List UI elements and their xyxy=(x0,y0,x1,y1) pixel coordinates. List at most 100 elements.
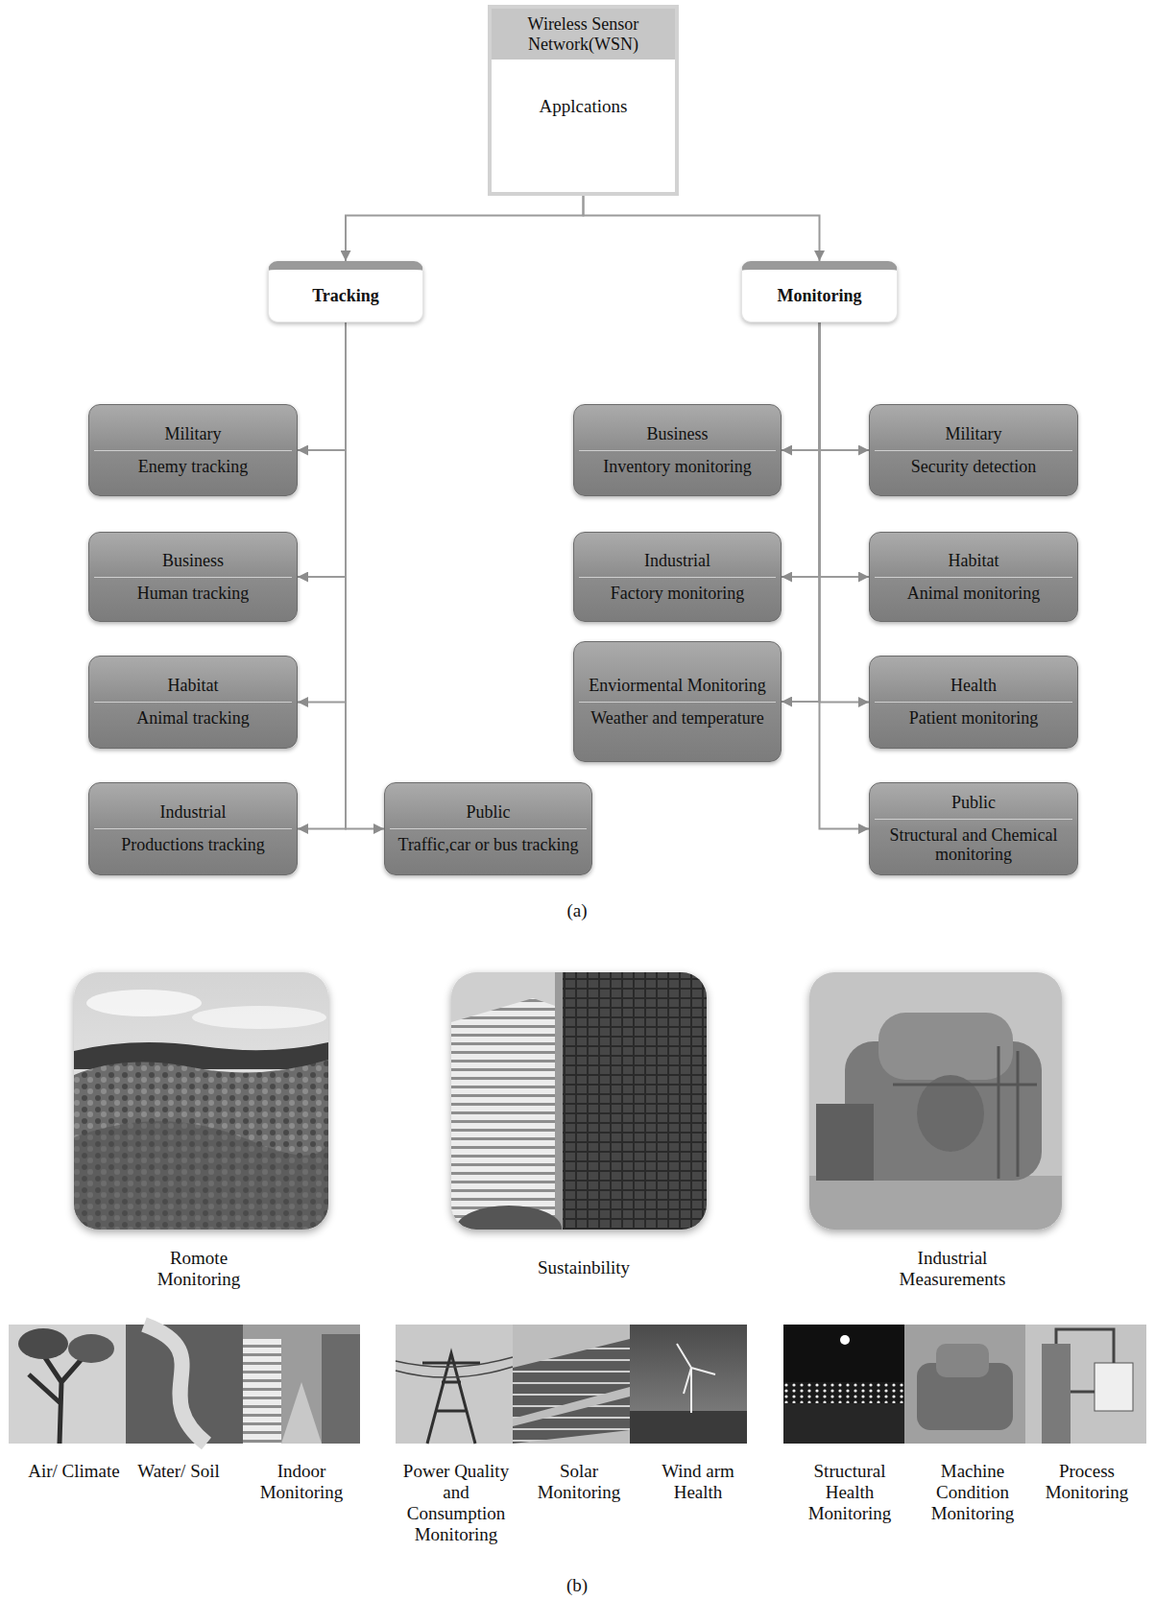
field xyxy=(629,1411,747,1444)
glass-tower xyxy=(554,972,707,1230)
box-body: Patient monitoring xyxy=(869,702,1078,732)
bridge-lights xyxy=(783,1382,905,1404)
application-box: MilitarySecurity detection xyxy=(868,404,1079,497)
label-slot: Machine Condition Monitoring xyxy=(913,1461,1033,1525)
connector-arrow xyxy=(297,322,346,451)
box-heading: Industrial xyxy=(94,799,292,830)
box-body: Productions tracking xyxy=(89,829,297,859)
application-box: BusinessInventory monitoring xyxy=(573,404,782,497)
label-slot: Sustainbility xyxy=(506,1257,661,1279)
machine-hood xyxy=(878,1012,1013,1081)
alley xyxy=(281,1382,322,1444)
moon xyxy=(840,1335,850,1346)
application-box: IndustrialFactory monitoring xyxy=(573,531,782,623)
tower-edge xyxy=(554,972,563,1230)
river xyxy=(144,1324,207,1444)
connector-arrow xyxy=(345,195,584,262)
connector-arrow xyxy=(345,322,385,830)
wind-photo xyxy=(629,1324,747,1444)
photo-strip xyxy=(395,1324,747,1444)
photo-caption: Sustainbility xyxy=(506,1257,661,1279)
building xyxy=(321,1334,361,1444)
hillside xyxy=(73,1059,329,1230)
water-photo xyxy=(125,1324,243,1444)
photo-clip xyxy=(73,972,329,1230)
application-box: HealthPatient monitoring xyxy=(868,655,1079,749)
tree-trunk xyxy=(28,1347,89,1444)
label-slot: Indoor Monitoring xyxy=(244,1461,359,1504)
column xyxy=(1041,1344,1071,1444)
box-heading: Military xyxy=(94,421,292,452)
photo-strip xyxy=(783,1324,1147,1444)
solar-photo xyxy=(512,1324,630,1444)
building xyxy=(242,1339,282,1444)
box-body: Weather and temperature xyxy=(574,702,781,732)
solar-panel xyxy=(512,1396,630,1444)
photo-caption: Wind arm Health xyxy=(649,1461,746,1504)
box-body: Animal monitoring xyxy=(869,577,1078,607)
photo-caption: Solar Monitoring xyxy=(522,1461,636,1504)
foliage xyxy=(18,1328,69,1360)
application-box: MilitaryEnemy tracking xyxy=(88,404,298,497)
application-box: PublicTraffic,car or bus tracking xyxy=(384,782,593,876)
box-heading: Business xyxy=(578,421,776,452)
photo-caption: Air/ Climate xyxy=(17,1461,131,1483)
connector-arrow xyxy=(781,322,820,702)
machine-ribs xyxy=(892,1046,1037,1180)
water xyxy=(783,1403,905,1444)
wind-turbine xyxy=(676,1344,716,1414)
box-heading: Habitat xyxy=(94,673,292,703)
photo-caption: Process Monitoring xyxy=(1030,1461,1144,1504)
photo-caption: Industrial Measurements xyxy=(885,1248,1020,1291)
connector-arrow xyxy=(819,322,870,578)
sky xyxy=(73,972,329,1230)
connector-arrow xyxy=(297,322,346,703)
machine-photo-small xyxy=(904,1324,1026,1444)
box-heading: Industrial xyxy=(578,548,776,578)
photo-caption: Structural Health Monitoring xyxy=(790,1461,910,1525)
box-heading: Business xyxy=(94,548,292,578)
application-box: BusinessHuman tracking xyxy=(88,531,298,623)
box-body: Inventory monitoring xyxy=(574,451,781,481)
box-heading: Military xyxy=(874,421,1073,452)
label-slot: Water/ Soil xyxy=(121,1461,236,1483)
landscape-photo xyxy=(73,972,330,1230)
cabinet xyxy=(1094,1363,1133,1412)
box-body: Enemy tracking xyxy=(89,451,297,481)
application-box: IndustrialProductions tracking xyxy=(88,782,298,876)
photo-caption: Water/ Soil xyxy=(121,1461,236,1483)
label-slot: Process Monitoring xyxy=(1030,1461,1144,1504)
application-box: Enviormental MonitoringWeather and tempe… xyxy=(573,641,782,763)
label-slot: (a) xyxy=(548,900,606,922)
label-slot: Solar Monitoring xyxy=(522,1461,636,1504)
power-photo xyxy=(395,1324,513,1444)
box-heading: Tracking xyxy=(268,282,423,311)
hill-shade xyxy=(73,1121,329,1230)
photo-caption: Power Quality and Consumption Monitoring xyxy=(402,1461,510,1545)
box-heading: Public xyxy=(389,799,587,830)
photo-caption: Romote Monitoring xyxy=(136,1248,262,1291)
box-body: Applcations xyxy=(491,96,675,118)
white-building xyxy=(451,998,567,1230)
connector-arrow xyxy=(297,322,346,578)
application-box: HabitatAnimal tracking xyxy=(88,655,298,749)
machine-photo xyxy=(809,972,1062,1230)
box-heading: Health xyxy=(874,673,1073,703)
connector-arrow xyxy=(297,322,346,830)
root-box: Wireless Sensor Network(WSN)Applcations xyxy=(487,4,679,196)
box-body: Factory monitoring xyxy=(574,577,781,607)
photo-caption: Machine Condition Monitoring xyxy=(913,1461,1033,1525)
connector-arrow xyxy=(781,322,820,451)
label-slot: Industrial Measurements xyxy=(885,1248,1020,1291)
panel-label: (b) xyxy=(548,1575,606,1597)
photo-clip xyxy=(809,972,1062,1230)
machine-hood xyxy=(936,1344,989,1378)
box-heading: Public xyxy=(874,790,1073,820)
machine-base xyxy=(816,1104,874,1181)
application-box: PublicStructural and Chemical monitoring xyxy=(868,782,1079,876)
floor xyxy=(809,1176,1062,1230)
connector-arrow xyxy=(819,322,870,703)
building-photo xyxy=(451,972,707,1252)
application-box: HabitatAnimal monitoring xyxy=(868,531,1079,623)
branch-header: Tracking xyxy=(267,261,424,323)
